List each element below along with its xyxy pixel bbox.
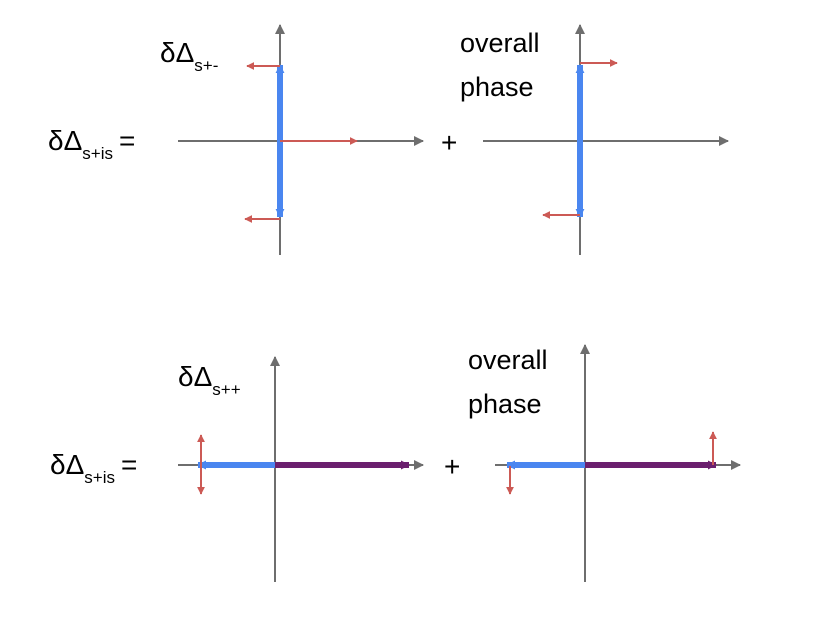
row1-panel-s-plus-minus: δΔs+- [160, 24, 424, 255]
row1-p2-phase-line1: overall [460, 28, 540, 58]
row2-plus-sign: + [444, 451, 460, 482]
row1-lhs-delta: δΔs+is= [48, 125, 135, 163]
row2-p1-label-delta: δΔs++ [178, 361, 241, 399]
row1-equation: δΔs+is= + [48, 125, 457, 163]
row1-p1-label-delta: δΔs+- [160, 37, 218, 75]
row2-lhs-delta: δΔs+is= [50, 449, 137, 487]
row2-panel-overall-phase: overall phase [468, 344, 741, 582]
row2-equation: δΔs+is= + [50, 449, 460, 487]
row2-p2-phase-line2: phase [468, 389, 542, 419]
row1-panel-overall-phase: overall phase [460, 24, 729, 255]
row2-panel-s-plus-plus: δΔs++ [178, 356, 424, 582]
row1-p2-phase-line2: phase [460, 72, 534, 102]
row2-p2-phase-line1: overall [468, 345, 548, 375]
row1-plus-sign: + [441, 127, 457, 158]
